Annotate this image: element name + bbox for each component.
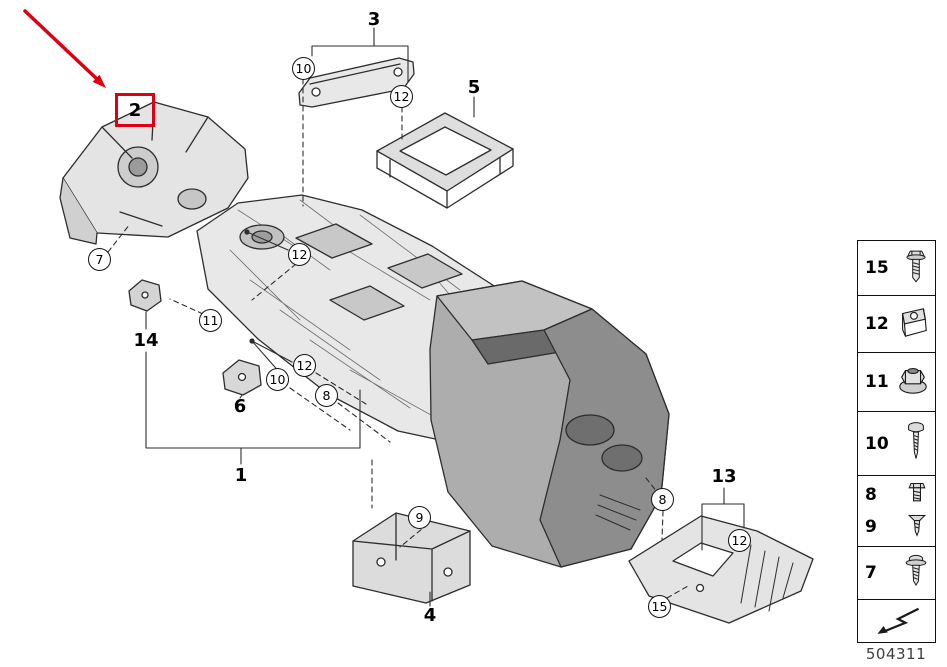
screw-with-washer-icon — [902, 549, 930, 597]
part-label-14[interactable]: 14 — [133, 330, 159, 351]
part-label-2[interactable]: 2 — [128, 99, 142, 121]
leader-lines-solid — [145, 27, 745, 607]
hex-bolt-icon — [904, 479, 930, 511]
part-label-3[interactable]: 3 — [367, 9, 381, 30]
legend-item-11[interactable]: 11 — [858, 352, 935, 411]
console-body-shape — [429, 280, 670, 568]
legend-label-10: 10 — [865, 433, 889, 454]
part-label-13[interactable]: 13 — [711, 466, 737, 487]
callout-12-top[interactable]: 12 — [390, 85, 413, 108]
callout-12-center[interactable]: 12 — [293, 354, 316, 377]
legend-label-8: 8 — [865, 485, 877, 505]
part-label-5[interactable]: 5 — [467, 77, 481, 98]
legend-item-15[interactable]: 15 — [858, 241, 935, 295]
fastener-legend: 15 12 — [857, 240, 936, 643]
part-3-shape — [298, 57, 415, 108]
leader-lines-dashed — [107, 78, 689, 599]
part-5-shape — [376, 112, 514, 209]
flange-nut-icon — [896, 358, 930, 406]
legend-subrow-9: 9 — [865, 511, 930, 543]
callout-10-center[interactable]: 10 — [266, 368, 289, 391]
legend-label-12: 12 — [865, 314, 889, 334]
red-arrow — [23, 9, 106, 88]
legend-item-7[interactable]: 7 — [858, 546, 935, 599]
hex-head-screw-icon — [902, 243, 930, 293]
callout-8-right[interactable]: 8 — [651, 488, 674, 511]
callout-15[interactable]: 15 — [648, 595, 671, 618]
part-4-shape — [352, 512, 471, 604]
clip-nut-icon — [896, 300, 930, 348]
part-label-1[interactable]: 1 — [234, 465, 248, 486]
part-label-6[interactable]: 6 — [233, 396, 247, 417]
part-13-shape — [628, 515, 814, 624]
legend-label-7: 7 — [865, 563, 877, 583]
callout-11[interactable]: 11 — [199, 309, 222, 332]
callout-12-mid[interactable]: 12 — [288, 243, 311, 266]
legend-subrow-8: 8 — [865, 479, 930, 511]
highlight-box: 2 — [115, 93, 155, 127]
callout-8-center[interactable]: 8 — [315, 384, 338, 407]
part-14-shape — [128, 279, 162, 312]
self-tapping-screw-icon — [902, 417, 930, 471]
legend-item-12[interactable]: 12 — [858, 295, 935, 352]
callout-9[interactable]: 9 — [408, 506, 431, 529]
legend-item-8-9[interactable]: 8 9 — [858, 475, 935, 546]
part-6-shape — [222, 359, 262, 396]
legend-label-15: 15 — [865, 258, 889, 278]
countersunk-screw-icon — [904, 511, 930, 543]
callout-10-top[interactable]: 10 — [292, 57, 315, 80]
legend-item-direction[interactable] — [858, 599, 935, 642]
part-label-4[interactable]: 4 — [423, 605, 437, 626]
part-2-shape — [59, 101, 249, 245]
legend-label-9: 9 — [865, 517, 877, 537]
diagram-part-code: 504311 — [865, 645, 927, 663]
legend-item-10[interactable]: 10 — [858, 411, 935, 475]
callout-7[interactable]: 7 — [88, 248, 111, 271]
legend-label-11: 11 — [865, 372, 889, 392]
callout-12-right[interactable]: 12 — [728, 529, 751, 552]
direction-arrow-icon — [870, 603, 926, 639]
